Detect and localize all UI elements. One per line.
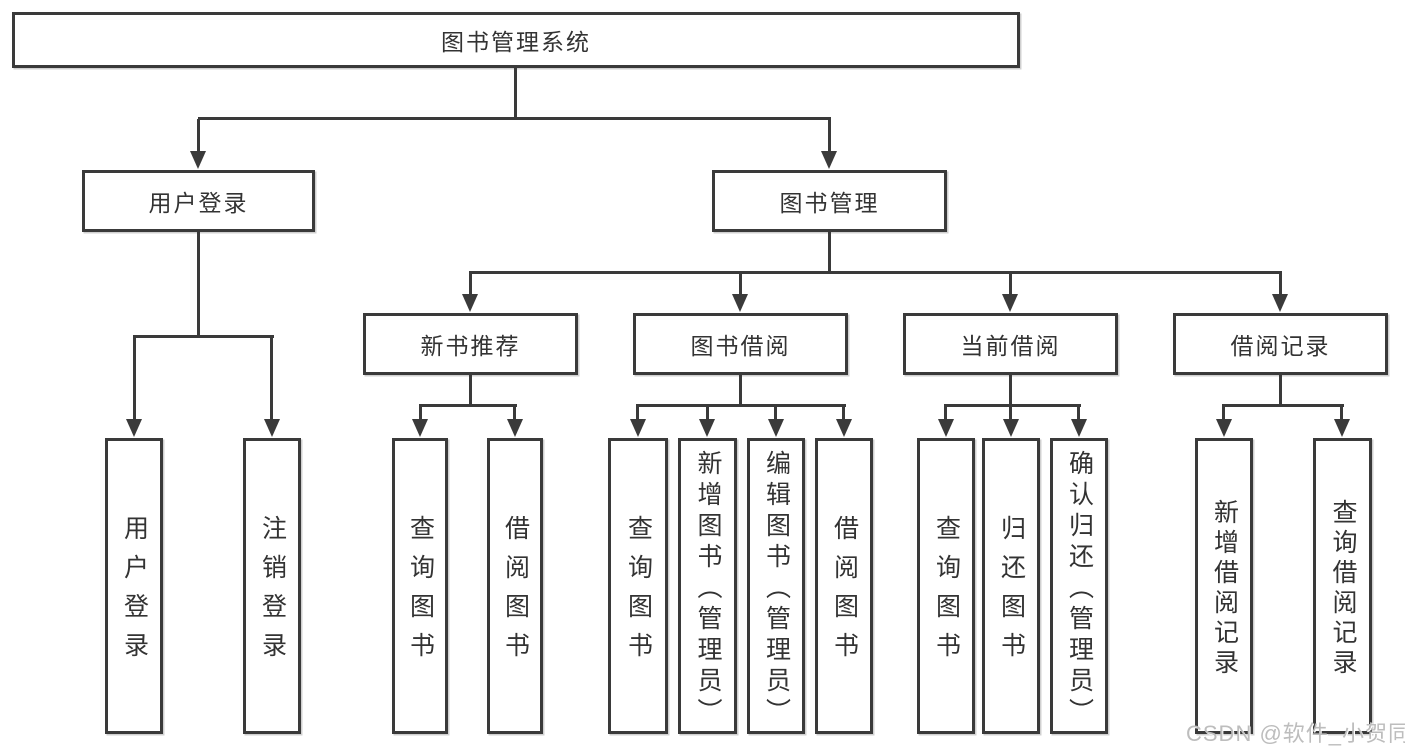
connector-line <box>419 404 517 407</box>
leaf-current-query-books: 查询图书 <box>917 438 975 734</box>
connector-line <box>469 271 1282 274</box>
arrowhead-down-icon <box>412 419 428 437</box>
arrowhead-down-icon <box>190 151 206 169</box>
leaf-label: 查询图书 <box>624 515 653 671</box>
leaf-current-return-books: 归还图书 <box>982 438 1040 734</box>
arrowhead-down-icon <box>1003 419 1019 437</box>
node-borrowing-records: 借阅记录 <box>1173 313 1388 375</box>
arrowhead-down-icon <box>699 419 715 437</box>
connector-line <box>636 404 846 407</box>
leaf-newbook-query-books: 查询图书 <box>392 438 448 734</box>
leaf-label: 借阅图书 <box>830 515 859 671</box>
arrowhead-down-icon <box>264 419 280 437</box>
leaf-records-add-borrow-record: 新增借阅记录 <box>1195 438 1253 734</box>
leaf-user-login: 用户登录 <box>105 438 163 734</box>
arrowhead-down-icon <box>1002 294 1018 312</box>
connector-line <box>944 406 947 423</box>
arrowhead-down-icon <box>768 419 784 437</box>
leaf-current-confirm-return-admin: 确认归还（管理员） <box>1050 438 1108 734</box>
arrowhead-down-icon <box>1334 419 1350 437</box>
leaf-label: 查询图书 <box>406 515 435 671</box>
connector-line <box>1279 273 1282 298</box>
node-current-borrowing: 当前借阅 <box>903 313 1118 375</box>
connector-line <box>1279 375 1282 407</box>
leaf-borrowing-borrow-books: 借阅图书 <box>815 438 873 734</box>
connector-line <box>1009 273 1012 298</box>
connector-line <box>270 337 273 423</box>
connector-line <box>739 273 742 298</box>
connector-line <box>419 406 422 423</box>
node-book-management: 图书管理 <box>712 170 947 232</box>
connector-line <box>636 406 639 423</box>
connector-line <box>1222 404 1344 407</box>
arrowhead-down-icon <box>732 294 748 312</box>
leaf-label: 借阅图书 <box>501 515 530 671</box>
connector-line <box>198 117 831 120</box>
leaf-newbook-borrow-books: 借阅图书 <box>487 438 543 734</box>
leaf-borrowing-add-books-admin: 新增图书（管理员） <box>678 438 737 734</box>
leaf-borrowing-edit-books-admin: 编辑图书（管理员） <box>747 438 805 734</box>
connector-line <box>469 273 472 298</box>
arrowhead-down-icon <box>938 419 954 437</box>
connector-line <box>842 406 845 423</box>
arrowhead-down-icon <box>630 419 646 437</box>
connector-line <box>1009 406 1012 423</box>
connector-line <box>944 404 1081 407</box>
arrowhead-down-icon <box>462 294 478 312</box>
node-new-book-recommendation: 新书推荐 <box>363 313 578 375</box>
connector-line <box>739 375 742 407</box>
connector-line <box>197 232 200 338</box>
connector-line <box>197 119 200 153</box>
connector-line <box>774 406 777 423</box>
leaf-label: 查询图书 <box>932 515 961 671</box>
arrowhead-down-icon <box>1216 419 1232 437</box>
leaf-label: 新增图书（管理员） <box>694 449 722 729</box>
arrowhead-down-icon <box>1071 419 1087 437</box>
connector-line <box>1340 406 1343 423</box>
leaf-records-query-borrow-record: 查询借阅记录 <box>1313 438 1372 734</box>
connector-line <box>1009 375 1012 407</box>
connector-line <box>133 337 136 423</box>
leaf-label: 确认归还（管理员） <box>1065 449 1094 729</box>
arrowhead-down-icon <box>836 419 852 437</box>
connector-line <box>706 406 709 423</box>
watermark: CSDN @软件_小贺同学 <box>1186 721 1405 746</box>
connector-line <box>1077 406 1080 423</box>
node-user-login: 用户登录 <box>82 170 315 232</box>
leaf-label: 新增借阅记录 <box>1210 498 1239 679</box>
connector-line <box>133 335 274 338</box>
leaf-logout: 注销登录 <box>243 438 301 734</box>
leaf-label: 注销登录 <box>258 515 287 671</box>
leaf-label: 编辑图书（管理员） <box>762 449 791 729</box>
arrowhead-down-icon <box>507 419 523 437</box>
connector-line <box>828 232 831 273</box>
leaf-label: 归还图书 <box>997 515 1026 671</box>
leaf-label: 查询借阅记录 <box>1329 498 1357 679</box>
arrowhead-down-icon <box>1272 294 1288 312</box>
node-book-borrowing: 图书借阅 <box>633 313 848 375</box>
node-library-management-system: 图书管理系统 <box>12 12 1020 68</box>
connector-line <box>513 406 516 423</box>
arrowhead-down-icon <box>126 419 142 437</box>
connector-line <box>469 375 472 407</box>
leaf-borrowing-query-books: 查询图书 <box>608 438 668 734</box>
arrowhead-down-icon <box>821 151 837 169</box>
connector-line <box>514 68 517 118</box>
leaf-label: 用户登录 <box>120 515 149 671</box>
connector-line <box>1222 406 1225 423</box>
connector-line <box>828 119 831 153</box>
